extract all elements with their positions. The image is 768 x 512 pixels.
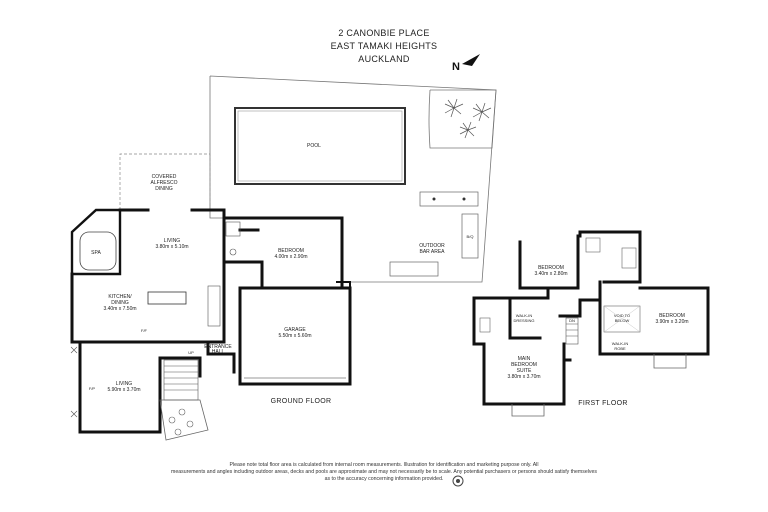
label-walkin-dressing-1: WALK-IN bbox=[516, 313, 533, 318]
label-kitchen-1: KITCHEN/ bbox=[108, 294, 132, 300]
label-kitchen-size: 3.40m x 7.50m bbox=[103, 306, 136, 312]
label-main-bedroom-2: BEDROOM bbox=[511, 362, 537, 368]
label-alfresco-1: COVERED bbox=[152, 174, 177, 180]
label-walkin-robe-1: WALK-IN bbox=[612, 341, 629, 346]
disclaimer-line-1: Please note total floor area is calculat… bbox=[229, 462, 539, 468]
stairs bbox=[163, 359, 199, 401]
label-bedroom-ff-right-size: 3.90m x 3.20m bbox=[655, 319, 688, 325]
label-main-bedroom-1: MAIN bbox=[518, 356, 531, 362]
label-pool: POOL bbox=[307, 143, 321, 149]
pool-outline bbox=[234, 107, 406, 185]
label-bedroom-ff-right: BEDROOM bbox=[659, 313, 685, 319]
label-walkin-robe-2: ROBE bbox=[614, 346, 626, 351]
ground-floor-title: GROUND FLOOR bbox=[271, 398, 332, 405]
label-bedroom-ff-top: BEDROOM bbox=[538, 265, 564, 271]
label-garage: GARAGE bbox=[284, 327, 306, 333]
label-garage-size: 5.50m x 5.60m bbox=[278, 333, 311, 339]
label-bedroom-ff-top-size: 3.40m x 2.80m bbox=[534, 271, 567, 277]
alfresco-area bbox=[119, 153, 211, 210]
label-void-1: VOID TO bbox=[614, 313, 630, 318]
north-letter: N bbox=[452, 61, 460, 73]
label-alfresco-2: ALFRESCO bbox=[151, 180, 178, 186]
palm-tree-icon bbox=[444, 98, 492, 139]
void-area bbox=[603, 305, 641, 333]
label-outdoor-bar-1: OUTDOOR bbox=[419, 243, 445, 249]
label-void-2: BELOW bbox=[615, 318, 630, 323]
label-bedroom-ground: BEDROOM bbox=[278, 248, 304, 254]
north-arrow-icon bbox=[462, 54, 480, 66]
label-entrance-2: HALL bbox=[212, 349, 225, 355]
kitchen-island bbox=[147, 291, 187, 305]
label-living-main: LIVING bbox=[164, 238, 181, 244]
label-spa: SPA bbox=[91, 250, 101, 256]
label-outdoor-bar-2: BAR AREA bbox=[419, 249, 445, 255]
label-main-bedroom-size: 3.80m x 3.70m bbox=[507, 374, 540, 380]
disclaimer-line-3: as to the accuracy concerning informatio… bbox=[324, 476, 444, 483]
label-fp: F/P bbox=[89, 386, 96, 391]
brand-logo-icon bbox=[452, 475, 464, 487]
label-up: UP bbox=[188, 350, 194, 355]
first-floor-walls bbox=[472, 230, 710, 406]
spa-enclosure bbox=[70, 208, 122, 276]
label-alfresco-3: DINING bbox=[155, 186, 173, 192]
label-bedroom-ground-size: 4.00m x 2.90m bbox=[274, 254, 307, 260]
label-main-bedroom-3: SUITE bbox=[517, 368, 532, 374]
address-line-city: AUCKLAND bbox=[358, 54, 410, 64]
address-line-street: 2 CANONBIE PLACE bbox=[338, 28, 430, 38]
label-entrance-1: ENTRANCE bbox=[204, 344, 232, 350]
first-floor-title: FIRST FLOOR bbox=[578, 400, 627, 407]
label-living-main-size: 3.80m x 5.10m bbox=[155, 244, 188, 250]
address-line-suburb: EAST TAMAKI HEIGHTS bbox=[330, 41, 438, 51]
label-dn: DN bbox=[569, 318, 575, 323]
label-bbq: B/Q bbox=[467, 234, 474, 239]
disclaimer: Please note total floor area is calculat… bbox=[90, 462, 678, 484]
label-living-lower: LIVING bbox=[116, 381, 133, 387]
disclaimer-line-2: measurements and angles including outdoo… bbox=[171, 469, 597, 476]
label-walkin-dressing-2: DRESSING bbox=[514, 318, 535, 323]
label-ff: F/F bbox=[141, 328, 148, 333]
label-kitchen-2: DINING bbox=[111, 300, 129, 306]
deck bbox=[159, 399, 209, 441]
label-living-lower-size: 5.90m x 3.70m bbox=[107, 387, 140, 393]
